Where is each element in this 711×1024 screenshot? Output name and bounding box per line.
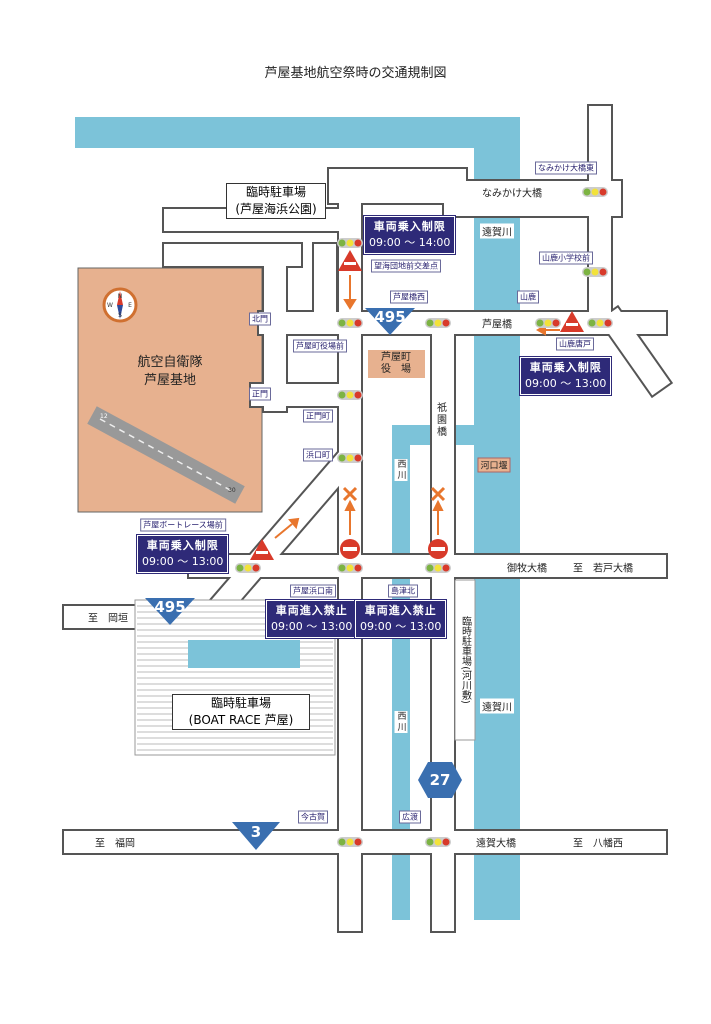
bridge-label: 遠賀大橋 xyxy=(474,834,518,850)
notice-restriction: 車両乗入制限 09:00 ～ 13:00 xyxy=(518,356,613,396)
notice-time: 09:00 ～ 13:00 xyxy=(142,555,224,568)
direction-label: 至 若戸大橋 xyxy=(571,559,635,575)
direction-arrows xyxy=(274,275,560,539)
bridge-label: 御牧大橋 xyxy=(505,559,549,575)
route-number: 3 xyxy=(250,823,262,841)
notice-restriction: 車両乗入制限 09:00 ～ 13:00 xyxy=(135,534,230,574)
traffic-signal-icon xyxy=(425,318,451,328)
notice-title: 車両乗入制限 xyxy=(529,361,602,374)
parking-boat-race: 臨時駐車場 (BOAT RACE 芦屋) xyxy=(172,694,310,730)
intersection-label: 島津北 xyxy=(388,584,418,598)
notice-time: 09:00 ～ 13:00 xyxy=(271,620,353,633)
traffic-signal-icon xyxy=(425,563,451,573)
runway-mark: 12 xyxy=(100,413,108,420)
river-onga xyxy=(474,117,520,920)
intersection-label: なみかけ大橋東 xyxy=(535,161,597,175)
svg-text:E: E xyxy=(128,302,132,309)
notice-restriction: 車両乗入制限 09:00 ～ 14:00 xyxy=(362,215,457,255)
intersection-label: 正門町 xyxy=(303,409,333,423)
intersection-label: 芦屋町役場前 xyxy=(293,339,347,353)
route-3-shield xyxy=(232,822,280,850)
notice-no-entry: 車両進入禁止 09:00 ～ 13:00 xyxy=(353,599,448,639)
intersection-label: 浜口町 xyxy=(303,448,333,462)
svg-text:N: N xyxy=(118,293,123,300)
traffic-signal-icon xyxy=(582,267,608,277)
traffic-signal-icon xyxy=(337,318,363,328)
direction-label: 至 岡垣 xyxy=(86,609,130,625)
river-nishi xyxy=(392,425,410,920)
intersection-label: 芦屋橋西 xyxy=(390,290,428,304)
road-segment xyxy=(599,307,671,396)
runway xyxy=(87,406,245,504)
notice-time: 09:00 ～ 13:00 xyxy=(525,377,607,390)
intersection-label: 芦屋浜口南 xyxy=(290,584,336,598)
bridge-label: 祇園橋 xyxy=(432,402,448,438)
traffic-signal-icon xyxy=(235,563,261,573)
parking-riverbed: 臨時駐車場(河川敷) xyxy=(459,616,471,704)
route-27-shield xyxy=(418,762,462,798)
notice-title: 車両進入禁止 xyxy=(364,604,437,617)
river-label: 西川 xyxy=(394,459,408,481)
notice-no-entry: 車両進入禁止 09:00 ～ 13:00 xyxy=(264,599,359,639)
intersection-label: 北門 xyxy=(249,312,271,326)
intersection-label: 山鹿 xyxy=(517,290,539,304)
intersection-label: 望海団地前交差点 xyxy=(371,259,441,273)
traffic-signal-icon xyxy=(337,453,363,463)
intersection-label: 広渡 xyxy=(399,810,421,824)
traffic-signal-icon xyxy=(535,318,561,328)
weir-label: 河口堰 xyxy=(477,457,511,473)
route-number: 27 xyxy=(429,771,451,789)
direction-label: 至 福岡 xyxy=(93,834,137,850)
river-label: 遠賀川 xyxy=(480,698,514,714)
intersection-label: 山鹿唐戸 xyxy=(556,337,594,351)
notice-title: 車両進入禁止 xyxy=(275,604,348,617)
river-parking-area xyxy=(454,579,476,741)
intersection-label: 今古賀 xyxy=(298,810,328,824)
svg-text:W: W xyxy=(107,302,113,309)
route-495-shield xyxy=(365,308,415,335)
runway-mark: 30 xyxy=(228,487,236,494)
bridge-label: 芦屋橋 xyxy=(480,315,514,331)
no-entry-icons xyxy=(340,539,448,559)
intersection-label: 正門 xyxy=(249,387,271,401)
airbase-label: 航空自衛隊 芦屋基地 xyxy=(137,355,203,388)
parking-sub: (BOAT RACE 芦屋) xyxy=(188,713,294,727)
town-hall-label: 芦屋町 役 場 xyxy=(381,352,411,375)
notice-time: 09:00 ～ 14:00 xyxy=(369,236,451,249)
parking-name: 臨時駐車場 xyxy=(245,185,306,199)
notice-title: 車両乗入制限 xyxy=(373,220,446,233)
svg-text:S: S xyxy=(118,312,122,319)
traffic-signals xyxy=(235,187,613,847)
traffic-signal-icon xyxy=(337,390,363,400)
traffic-signal-icon xyxy=(587,318,613,328)
compass-icon: N E S W xyxy=(102,287,138,323)
route-number: 495 xyxy=(374,308,406,326)
town-hall-box xyxy=(368,350,425,378)
closure-x-icons xyxy=(342,486,446,502)
map-title: 芦屋基地航空祭時の交通規制図 xyxy=(264,66,447,81)
traffic-signal-icon xyxy=(582,187,608,197)
route-number: 495 xyxy=(154,598,186,616)
river-label: 遠賀川 xyxy=(480,223,514,239)
notice-title: 車両乗入制限 xyxy=(146,539,219,552)
traffic-signal-icon xyxy=(337,837,363,847)
traffic-signal-icon xyxy=(337,563,363,573)
river-label: 西川 xyxy=(394,711,408,733)
intersection-label: 山鹿小学校前 xyxy=(539,251,593,265)
route-495-shield xyxy=(145,598,195,625)
bridge-label: なみかけ大橋 xyxy=(480,184,544,200)
traffic-signal-icon xyxy=(337,238,363,248)
direction-label: 至 八幡西 xyxy=(571,834,625,850)
parking-name: 臨時駐車場 xyxy=(210,696,271,710)
parking-seaside-park: 臨時駐車場 (芦屋海浜公園) xyxy=(226,183,326,219)
restriction-triangle-icons xyxy=(250,250,584,560)
intersection-label: 芦屋ボートレース場前 xyxy=(140,518,226,532)
parking-sub: (芦屋海浜公園) xyxy=(235,202,317,216)
traffic-signal-icon xyxy=(425,837,451,847)
notice-time: 09:00 ～ 13:00 xyxy=(360,620,442,633)
river-top xyxy=(75,117,520,148)
